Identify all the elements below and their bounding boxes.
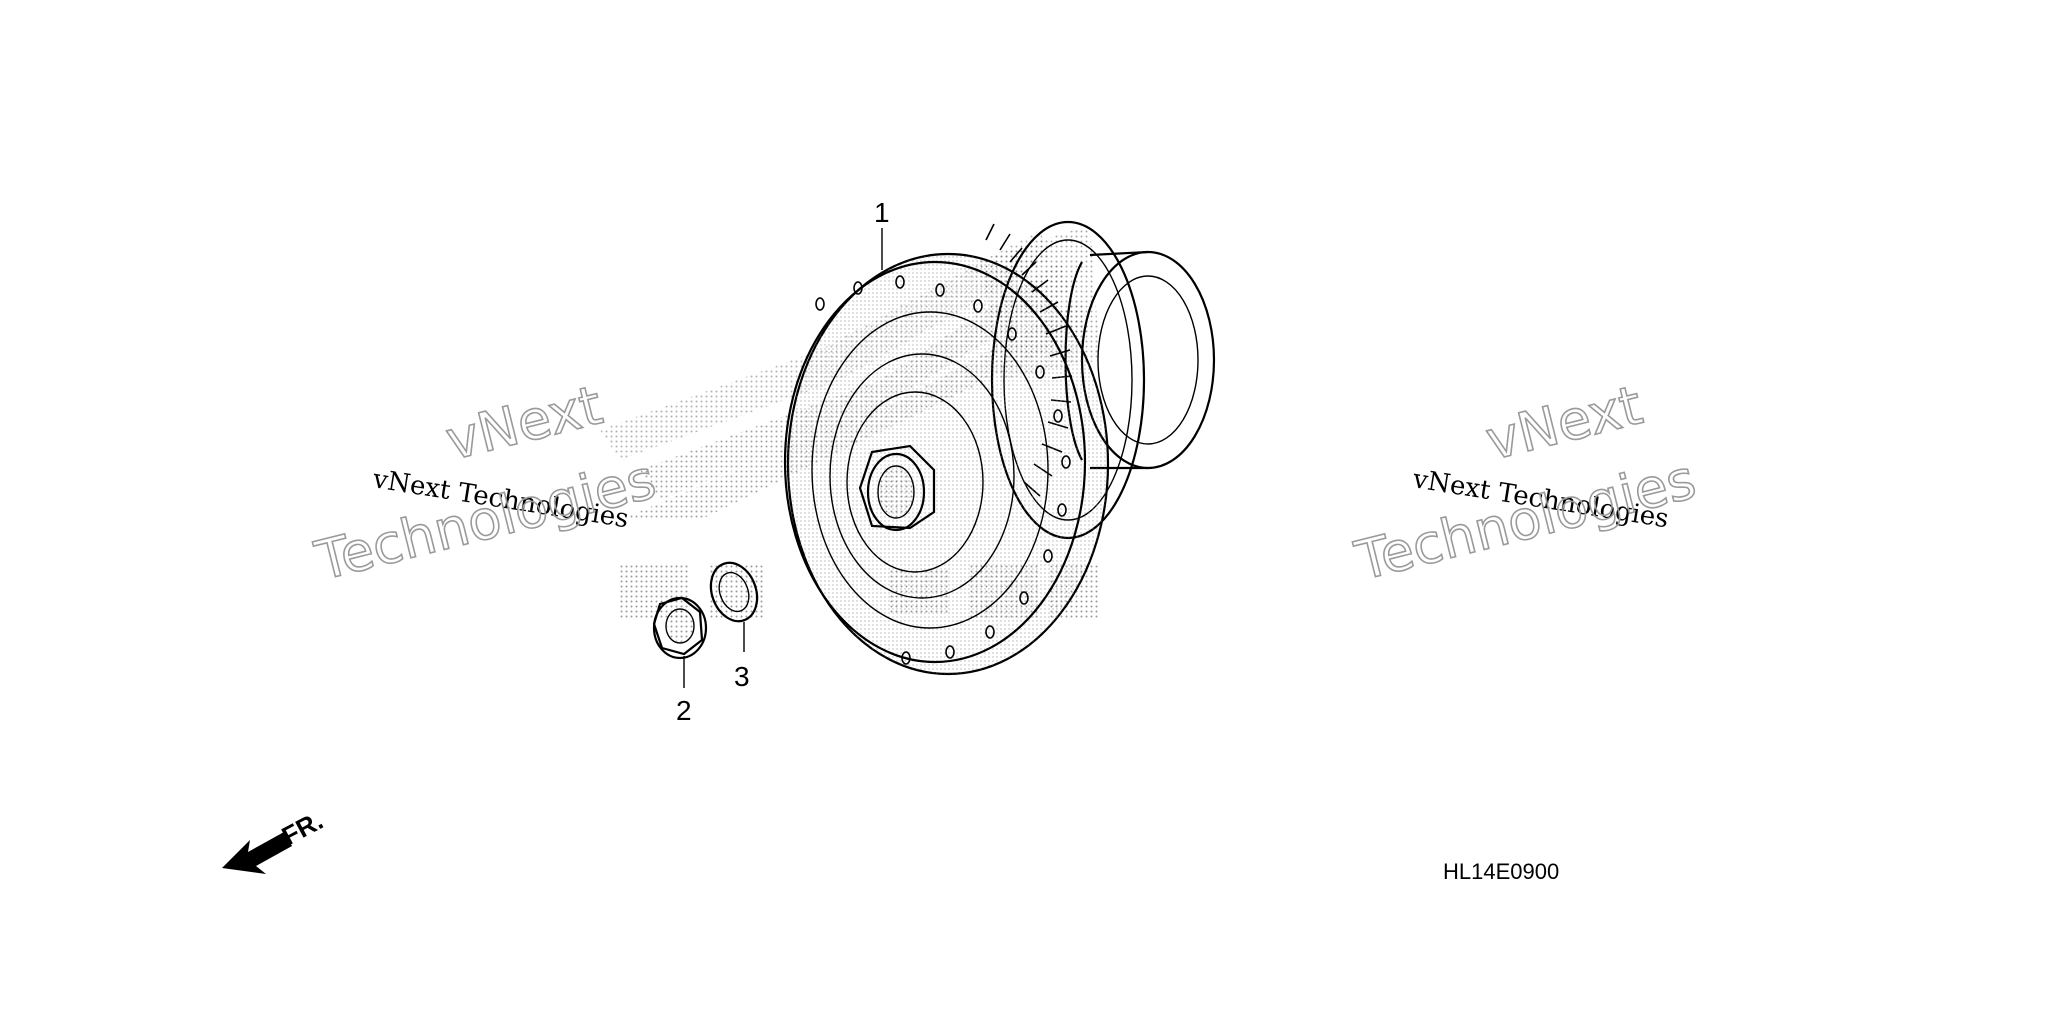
drawing-code: HL14E0900 [1443, 859, 1559, 884]
watermark-left: vNext Technologies vNext Technologies [308, 373, 662, 594]
watermark-right: vNext Technologies vNext Technologies [1348, 373, 1702, 594]
callout-3: 3 [734, 661, 750, 692]
washer[interactable]: 3 [703, 556, 765, 692]
front-arrow-icon [222, 832, 292, 874]
watermark-text-big-line1: vNext [1480, 373, 1648, 472]
front-direction-indicator: FR. [222, 805, 328, 874]
differential-case [783, 252, 1110, 676]
watermark-text-big-line2: Technologies [1349, 448, 1702, 593]
watermark-text-big-line2: Technologies [309, 448, 662, 593]
watermark-text-big-line1: vNext [440, 373, 608, 472]
callout-2: 2 [676, 695, 692, 726]
flange-nut[interactable]: 2 [652, 596, 708, 726]
output-hub [858, 444, 936, 532]
callout-1: 1 [874, 197, 890, 228]
differential-assembly[interactable]: 1 [783, 197, 1216, 676]
